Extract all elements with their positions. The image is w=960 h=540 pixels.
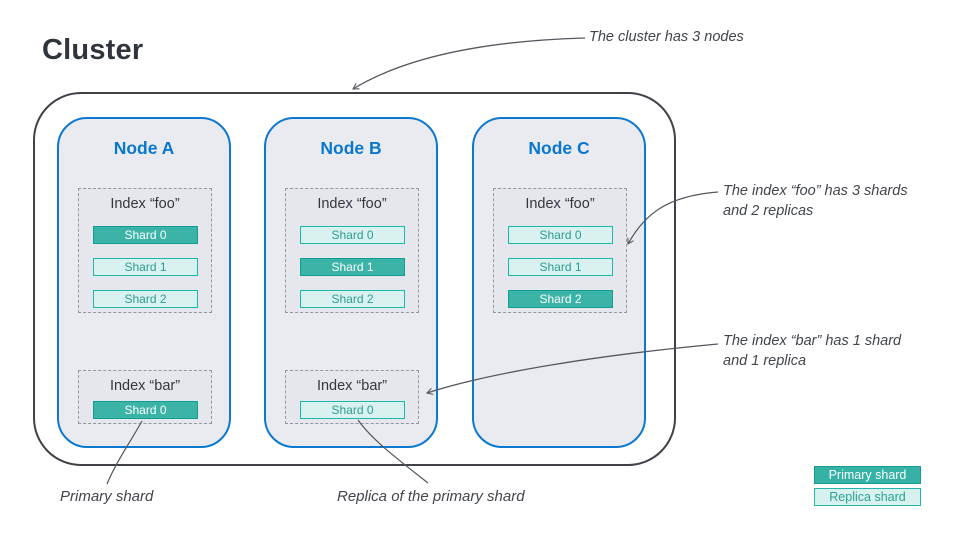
node-b-index-foo-box: Index “foo” Shard 0 Shard 1 Shard 2 (285, 188, 419, 313)
node-a-title: Node A (113, 138, 175, 158)
shard-primary: Shard 1 (300, 258, 405, 276)
index-bar-label: Index “bar” (109, 378, 181, 394)
shard-primary: Shard 2 (508, 290, 613, 308)
index-foo-label: Index “foo” (317, 196, 387, 212)
node-b-box: Node B Index “foo” Shard 0 Shard 1 Shard… (264, 117, 438, 448)
shard-primary: Shard 0 (93, 226, 198, 244)
annotation-replica-shard-label: Replica of the primary shard (337, 488, 525, 505)
annotation-bar-note-line1: The index “bar” has 1 shard (723, 333, 902, 349)
legend-primary-shard: Primary shard (814, 466, 921, 484)
node-c-box: Node C Index “foo” Shard 0 Shard 1 Shard… (472, 117, 646, 448)
shard-primary: Shard 0 (93, 401, 198, 419)
annotation-cluster-note: The cluster has 3 nodes (589, 29, 744, 45)
annotation-foo-note-line1: The index “foo” has 3 shards (723, 183, 908, 199)
shard-replica: Shard 2 (93, 290, 198, 308)
node-b-title: Node B (320, 138, 382, 158)
legend-replica-shard: Replica shard (814, 488, 921, 506)
shard-replica: Shard 0 (508, 226, 613, 244)
arrow-cluster-note (353, 37, 586, 90)
index-foo-label: Index “foo” (110, 196, 180, 212)
node-c-title: Node C (528, 138, 590, 158)
annotation-foo-note-line2: and 2 replicas (723, 203, 814, 219)
shard-replica: Shard 0 (300, 226, 405, 244)
shard-replica: Shard 1 (93, 258, 198, 276)
shard-replica: Shard 1 (508, 258, 613, 276)
node-b-index-bar-box: Index “bar” Shard 0 (285, 370, 419, 424)
annotation-bar-note: The index “bar” has 1 shard and 1 replic… (723, 331, 901, 371)
diagram-title: Cluster (42, 34, 144, 66)
index-foo-label: Index “foo” (525, 196, 595, 212)
annotation-bar-note-line2: and 1 replica (723, 353, 807, 369)
annotation-foo-note: The index “foo” has 3 shards and 2 repli… (723, 181, 908, 221)
annotation-primary-shard-label: Primary shard (60, 488, 154, 505)
index-bar-label: Index “bar” (316, 378, 388, 394)
shard-replica: Shard 2 (300, 290, 405, 308)
node-a-index-foo-box: Index “foo” Shard 0 Shard 1 Shard 2 (78, 188, 212, 313)
cluster-boundary (33, 92, 676, 466)
node-c-index-foo-box: Index “foo” Shard 0 Shard 1 Shard 2 (493, 188, 627, 313)
node-a-index-bar-box: Index “bar” Shard 0 (78, 370, 212, 424)
node-a-box: Node A Index “foo” Shard 0 Shard 1 Shard… (57, 117, 231, 448)
shard-replica: Shard 0 (300, 401, 405, 419)
